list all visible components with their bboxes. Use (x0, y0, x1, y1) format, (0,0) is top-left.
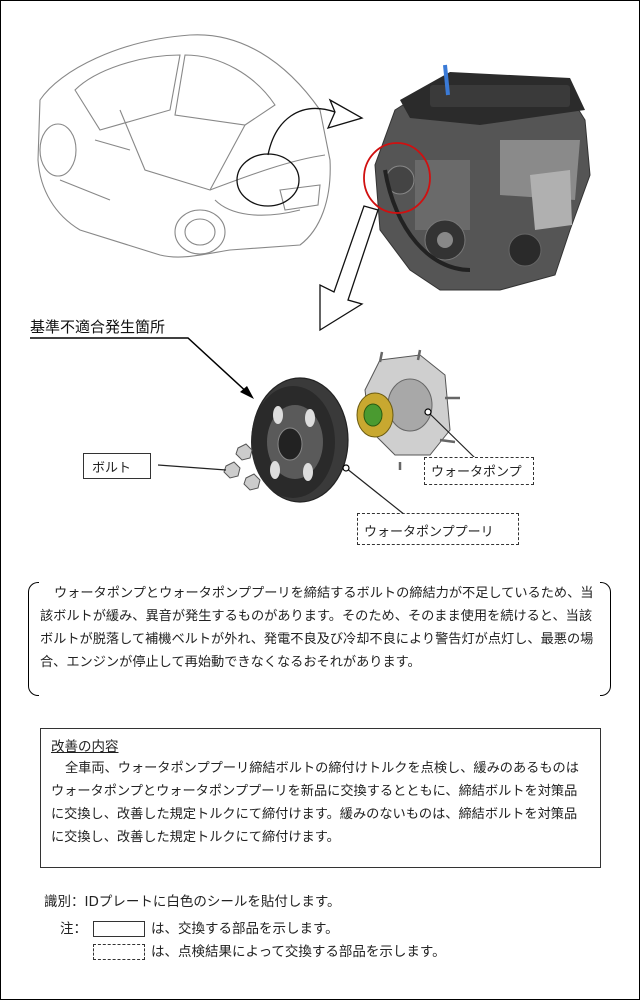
water-pump-illustration-icon (356, 349, 460, 470)
note-prefix: 注： (60, 921, 87, 937)
arrow-head-icon (326, 98, 364, 130)
note-solid-text: は、交換する部品を示します。 (151, 921, 339, 937)
improvement-box: 改善の内容 全車両、ウォータポンププーリ締結ボルトの締付けトルクを点検し、緩みの… (40, 728, 601, 868)
defect-description: ウォータポンプとウォータポンププーリを締結するボルトの締結力が不足しているため、… (32, 582, 608, 694)
defect-description-text: ウォータポンプとウォータポンププーリを締結するボルトの締結力が不足しているため、… (40, 586, 594, 670)
car-line-drawing-icon (37, 34, 331, 258)
note-solid-row: 注： は、交換する部品を示します。 (60, 917, 339, 937)
pulley-leader-line (345, 467, 406, 516)
dashed-box-swatch (93, 944, 145, 960)
hood-circle (236, 153, 300, 207)
pump-leader-line (427, 411, 476, 459)
illustration-area (30, 34, 591, 516)
down-arrow-icon (319, 205, 379, 332)
note-dashed-text: は、点検結果によって交換する部品を示します。 (151, 944, 446, 960)
water-pump-label: ウォータポンプ (424, 457, 534, 485)
pulley-illustration-icon (251, 377, 349, 503)
identification-text: 識別：IDプレートに白色のシールを貼付します。 (44, 894, 341, 910)
highlight-circle (363, 142, 431, 214)
improvement-body: 全車両、ウォータポンププーリ締結ボルトの締付けトルクを点検し、緩みのあるものはウ… (51, 757, 590, 849)
title-pointer-line (30, 337, 251, 396)
bolt-leader-line (157, 464, 227, 471)
water-pump-pulley-label: ウォータポンププーリ (357, 513, 519, 545)
note-dashed-row: は、点検結果によって交換する部品を示します。 (87, 940, 446, 960)
title-pointer-head-icon (240, 386, 254, 399)
improvement-title: 改善の内容 (51, 739, 119, 755)
improvement-body-text: 全車両、ウォータポンププーリ締結ボルトの締付けトルクを点検し、緩みのあるものはウ… (51, 761, 579, 845)
bolt-icon (223, 443, 261, 491)
bolt-label: ボルト (83, 453, 151, 479)
nonconformity-location-title: 基準不適合発生箇所 (30, 318, 166, 336)
arrow-curve (267, 107, 336, 156)
solid-box-swatch (93, 921, 145, 937)
engine-illustration-icon (374, 64, 591, 291)
